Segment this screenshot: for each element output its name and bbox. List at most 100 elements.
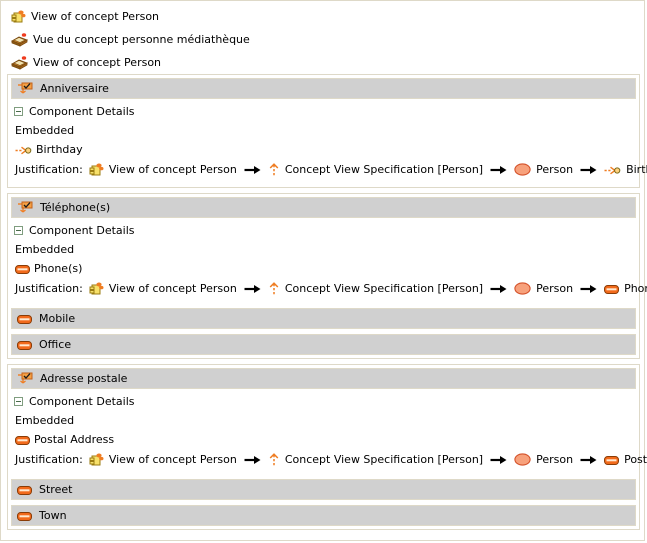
member-label: Postal Address — [34, 433, 115, 446]
property-bar-icon — [604, 284, 620, 294]
justification-row: Justification: View of concept Person Co… — [13, 449, 647, 470]
chain-arrow — [580, 284, 597, 294]
attribute-group-header[interactable]: Téléphone(s) — [11, 197, 636, 218]
view-of-concept-icon — [89, 163, 104, 177]
report-content: View of concept Person Vue du concept pe… — [7, 5, 647, 538]
chain-arrow — [490, 165, 507, 175]
embedded-label: Embedded — [15, 414, 75, 427]
class-ellipse-icon — [514, 282, 531, 295]
chain-item[interactable]: Concept View Specification [Person] — [268, 162, 484, 177]
chain-item-label: View of concept Person — [108, 163, 237, 176]
tree-collapse-icon[interactable] — [14, 397, 23, 406]
member-row[interactable]: Phone(s) — [13, 259, 634, 278]
book-stack-icon — [10, 55, 29, 70]
view-of-concept-icon — [89, 282, 104, 296]
chain-item[interactable]: Phone(s) — [604, 282, 647, 295]
component-details-row[interactable]: Component Details — [13, 221, 634, 240]
specification-up-icon — [268, 162, 280, 177]
chain-item[interactable]: Person — [514, 453, 573, 466]
property-bar-icon — [15, 264, 30, 274]
embedded-row: Embedded — [13, 411, 634, 430]
member-row[interactable]: Postal Address — [13, 430, 634, 449]
chain-arrow — [580, 455, 597, 465]
chain-item[interactable]: Person — [514, 282, 573, 295]
attribute-check-icon — [17, 82, 33, 95]
embedded-label: Embedded — [15, 124, 75, 137]
sub-attribute-label: Office — [39, 338, 72, 351]
justification-label: Justification: — [15, 453, 83, 466]
chain-arrow — [244, 284, 261, 294]
tree-collapse-icon[interactable] — [14, 226, 23, 235]
chain-item-label: View of concept Person — [108, 453, 237, 466]
justification-label: Justification: — [15, 163, 83, 176]
tree-collapse-icon[interactable] — [14, 107, 23, 116]
attribute-group-header[interactable]: Anniversaire — [11, 78, 636, 99]
chain-item[interactable]: View of concept Person — [89, 453, 237, 467]
component-details-row[interactable]: Component Details — [13, 392, 634, 411]
chain-item[interactable]: Concept View Specification [Person] — [268, 281, 484, 296]
specification-up-icon — [268, 452, 280, 467]
chain-item-label: Concept View Specification [Person] — [284, 282, 484, 295]
chain-arrow — [490, 284, 507, 294]
component-details-label: Component Details — [29, 224, 135, 237]
chain-item-label: Concept View Specification [Person] — [284, 163, 484, 176]
view-of-concept-icon — [11, 10, 26, 24]
sub-attribute-label: Street — [39, 483, 73, 496]
chain-item-label: View of concept Person — [108, 282, 237, 295]
chain-item[interactable]: Concept View Specification [Person] — [268, 452, 484, 467]
justification-row: Justification: View of concept Person Co… — [13, 159, 647, 180]
chain-item[interactable]: Birthday — [604, 163, 647, 176]
chain-item[interactable]: View of concept Person — [89, 163, 237, 177]
chain-arrow-icon — [244, 455, 261, 465]
chain-item-label: Person — [536, 453, 574, 466]
list-item-label: Vue du concept personne médiathèque — [33, 33, 250, 46]
attribute-check-icon — [17, 201, 33, 214]
list-item-label: View of concept Person — [31, 10, 160, 23]
attribute-check-icon — [17, 372, 33, 385]
property-bar-icon — [17, 485, 32, 495]
chain-item[interactable]: Person — [514, 163, 573, 176]
class-ellipse-icon — [514, 453, 531, 466]
justification-label: Justification: — [15, 282, 83, 295]
sub-attribute-band[interactable]: Town — [11, 505, 636, 526]
sub-attribute-band[interactable]: Mobile — [11, 308, 636, 329]
sub-attribute-label: Town — [39, 509, 67, 522]
sub-attribute-band[interactable]: Office — [11, 334, 636, 355]
property-bar-icon — [17, 340, 32, 350]
chain-arrow — [580, 165, 597, 175]
component-details-label: Component Details — [29, 105, 135, 118]
chain-item-label: Postal Address — [624, 453, 647, 466]
chain-item[interactable]: Postal Address — [604, 453, 647, 466]
list-item[interactable]: Vue du concept personne médiathèque — [7, 28, 640, 51]
chain-item-label: Phone(s) — [624, 282, 647, 295]
justification-row: Justification: View of concept Person Co… — [13, 278, 647, 299]
chain-item[interactable]: View of concept Person — [89, 282, 237, 296]
list-item[interactable]: View of concept Person — [7, 51, 640, 74]
component-details-row[interactable]: Component Details — [13, 102, 634, 121]
chain-arrow-icon — [490, 165, 507, 175]
chain-item-label: Concept View Specification [Person] — [284, 453, 484, 466]
chain-arrow-icon — [490, 455, 507, 465]
chain-item-label: Person — [536, 282, 574, 295]
chain-arrow — [490, 455, 507, 465]
chain-arrow-icon — [580, 165, 597, 175]
chain-item-label: Birthday — [626, 163, 647, 176]
attribute-group-label: Adresse postale — [40, 372, 128, 385]
component-details-label: Component Details — [29, 395, 135, 408]
specification-up-icon — [268, 281, 280, 296]
chain-arrow-icon — [580, 284, 597, 294]
member-row[interactable]: Birthday — [13, 140, 634, 159]
list-item-label: View of concept Person — [33, 56, 162, 69]
attribute-group-header[interactable]: Adresse postale — [11, 368, 636, 389]
embedded-row: Embedded — [13, 240, 634, 259]
chain-arrow-icon — [490, 284, 507, 294]
embedded-row: Embedded — [13, 121, 634, 140]
derived-attribute-icon — [15, 145, 32, 155]
property-bar-icon — [17, 314, 32, 324]
list-item[interactable]: View of concept Person — [7, 5, 640, 28]
sub-attribute-band[interactable]: Street — [11, 479, 636, 500]
